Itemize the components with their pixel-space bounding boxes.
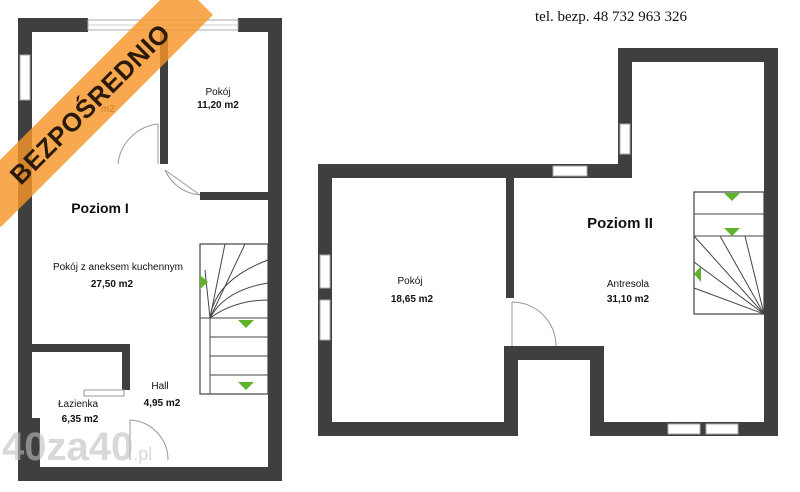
watermark-logo: 40za40.pl bbox=[2, 425, 152, 470]
room-area-pokoj-1: 11,20 m2 bbox=[197, 100, 239, 111]
room-area-pokoj-2: 18,65 m2 bbox=[391, 294, 434, 305]
room-area-hall: 4,95 m2 bbox=[144, 398, 181, 409]
room-name-pokoj-aneks: Pokój z aneksem kuchennym bbox=[53, 262, 183, 273]
room-name-pokoj-2: Pokój bbox=[397, 276, 422, 287]
room-area-pokoj-aneks: 27,50 m2 bbox=[91, 279, 134, 290]
level-1-plan: Poziom I m2 Pokój 11,20 m2 Pokój z aneks… bbox=[18, 18, 282, 481]
watermark-main: 40za40 bbox=[2, 425, 134, 469]
room-area-antresola: 31,10 m2 bbox=[607, 294, 650, 305]
room-name-hall: Hall bbox=[151, 381, 168, 392]
room-area-lazienka: 6,35 m2 bbox=[62, 414, 99, 425]
room-name-pokoj-1: Pokój bbox=[205, 87, 230, 98]
watermark-suffix: .pl bbox=[133, 444, 153, 464]
level-1-title: Poziom I bbox=[71, 200, 129, 216]
level-2-plan: Poziom II Pokój 18,65 m2 Antresola 31,10… bbox=[318, 48, 778, 436]
phone-number: tel. bezp. 48 732 963 326 bbox=[535, 9, 688, 25]
room-name-antresola: Antresola bbox=[607, 279, 650, 290]
room-name-lazienka: Łazienka bbox=[58, 399, 98, 410]
level-2-title: Poziom II bbox=[587, 215, 653, 232]
